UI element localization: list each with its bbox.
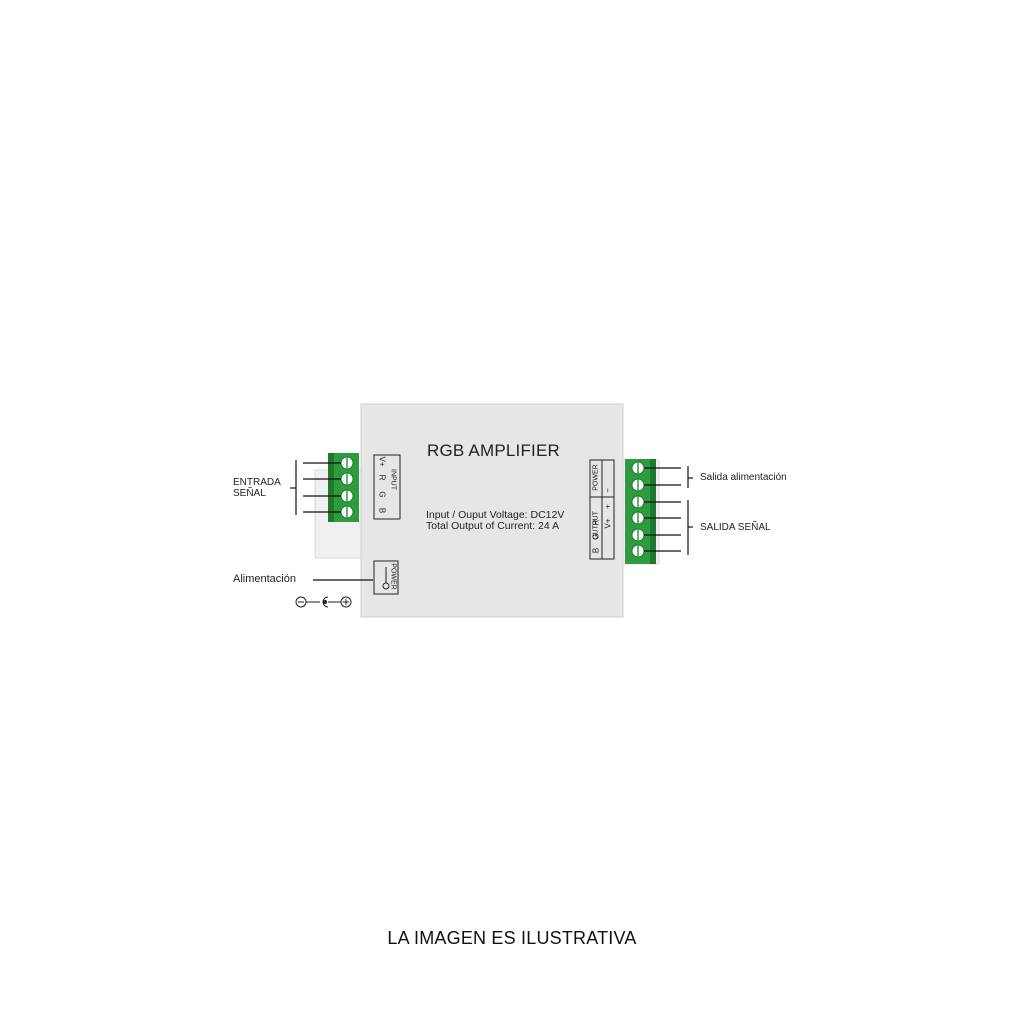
salida-brackets bbox=[687, 466, 693, 555]
salida-senal-label: SALIDA SEÑAL bbox=[700, 522, 771, 533]
output-pin-b: B bbox=[591, 547, 601, 554]
polarity-symbol bbox=[295, 596, 352, 608]
input-pin-vplus: V+ bbox=[377, 456, 387, 467]
power-jack-box bbox=[373, 560, 399, 595]
input-pin-b: B bbox=[377, 507, 387, 514]
amplifier-housing bbox=[360, 403, 624, 618]
output-pin-minus: − bbox=[603, 488, 613, 493]
output-terminal-block bbox=[625, 459, 681, 564]
input-pin-r: R bbox=[377, 474, 387, 481]
input-pin-g: G bbox=[377, 491, 387, 498]
footer-disclaimer: LA IMAGEN ES ILUSTRATIVA bbox=[387, 928, 637, 948]
salida-alimentacion-label: Salida alimentación bbox=[700, 472, 787, 483]
spec-voltage: Input / Ouput Voltage: DC12V bbox=[426, 509, 565, 521]
alimentacion-label: Alimentación bbox=[233, 573, 296, 585]
output-pin-vplus: V+ bbox=[603, 518, 613, 529]
input-label-box bbox=[373, 454, 401, 520]
output-pin-g: G bbox=[591, 533, 601, 540]
input-terminal-block bbox=[303, 453, 359, 522]
input-header: INPUT bbox=[389, 469, 397, 490]
output-power-header: POWER bbox=[592, 464, 600, 491]
output-pin-r: R bbox=[591, 519, 601, 526]
power-jack-header: POWER bbox=[389, 563, 397, 590]
input-screw bbox=[340, 456, 354, 519]
entrada-label-1: ENTRADA bbox=[233, 477, 281, 488]
dc-jack-symbol bbox=[382, 567, 390, 590]
spec-current: Total Output of Current: 24 A bbox=[426, 520, 560, 532]
entrada-bracket bbox=[290, 460, 297, 515]
entrada-label-2: SEÑAL bbox=[233, 488, 266, 499]
device-title: RGB AMPLIFIER bbox=[427, 441, 560, 460]
output-pin-plus: + bbox=[603, 504, 613, 509]
